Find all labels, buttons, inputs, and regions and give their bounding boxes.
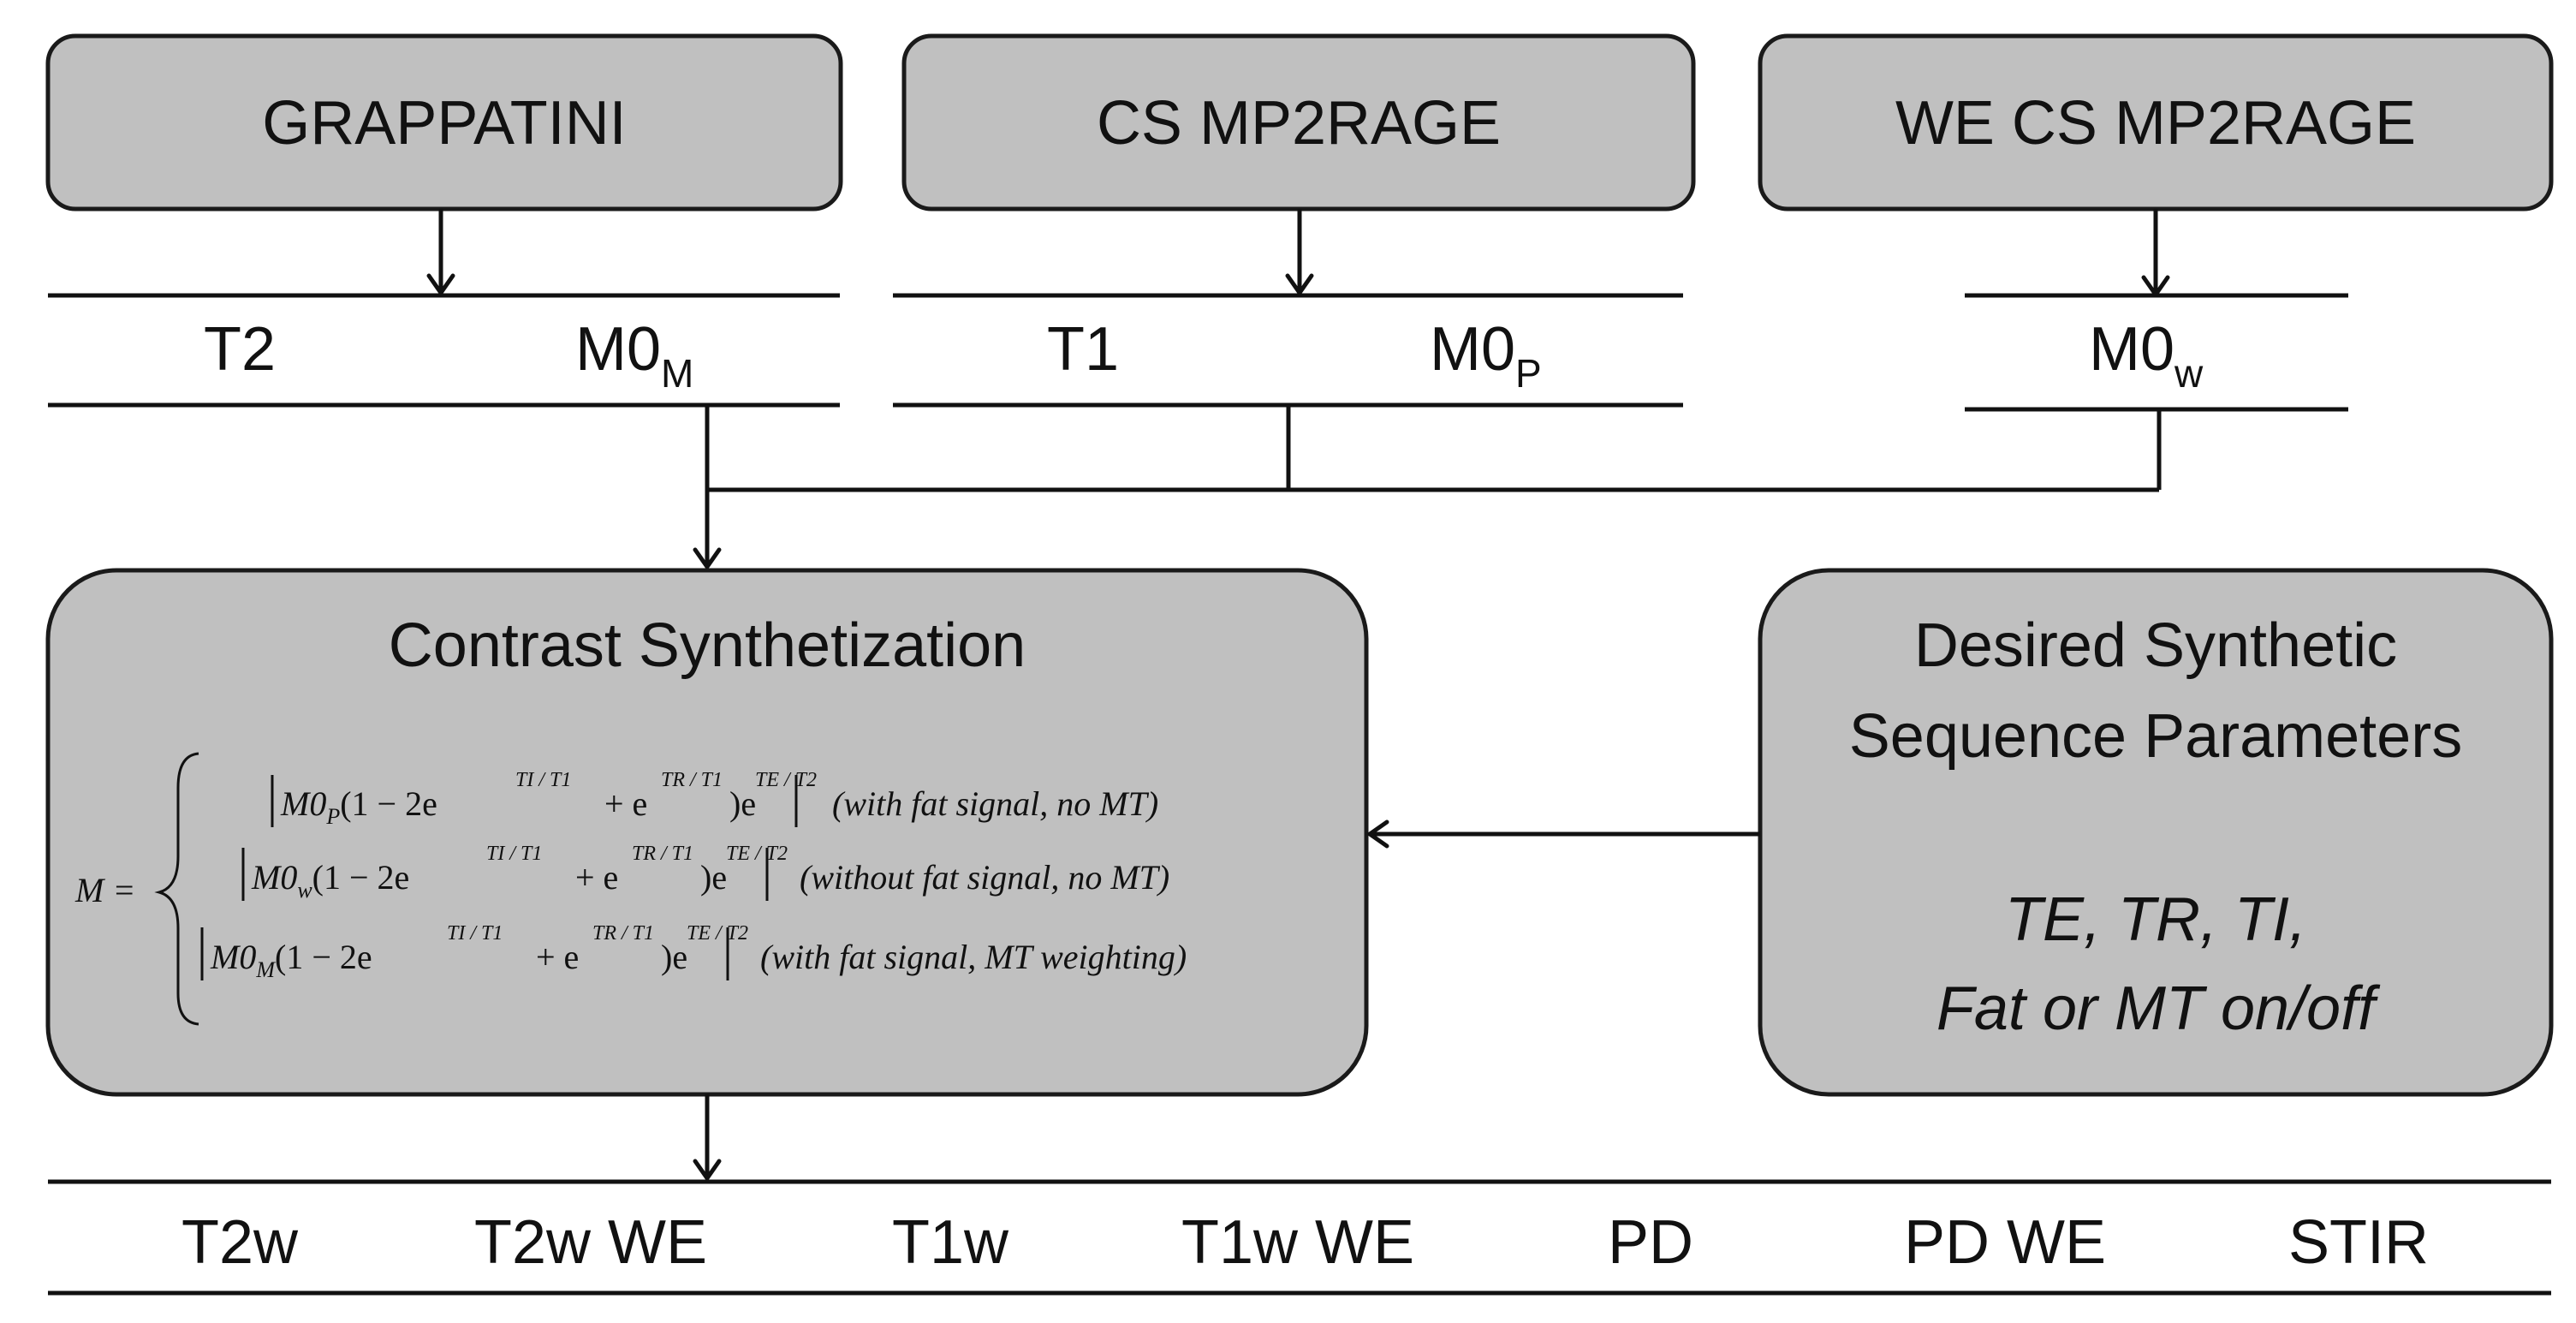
output-t1w-we: T1w WE <box>1181 1208 1414 1277</box>
arrow-grappatini-to-maps <box>426 209 455 295</box>
formula-brace <box>154 752 199 1026</box>
parameters-box: Desired Synthetic Sequence Parameters TE… <box>1758 568 2554 1097</box>
svg-text:TR / T1: TR / T1 <box>592 922 654 945</box>
merge-connector <box>693 405 2162 569</box>
arrow-synthesis-to-outputs <box>693 1094 722 1181</box>
parameters-title-line1: Desired Synthetic <box>1914 611 2397 680</box>
map-t1: T1 <box>1047 315 1119 384</box>
synthesis-formula: M = M0P(1 − 2e TI / T1 + e TR / T1 )e TE… <box>74 752 1187 1026</box>
source-box-we-cs-mp2rage: WE CS MP2RAGE <box>1758 33 2554 212</box>
output-pd: PD <box>1608 1208 1693 1277</box>
source-box-grappatini: GRAPPATINI <box>45 33 843 212</box>
output-t1w: T1w <box>892 1208 1009 1277</box>
source-label-grappatini: GRAPPATINI <box>262 89 626 158</box>
svg-text:+ e: + e <box>536 938 579 976</box>
source-box-cs-mp2rage: CS MP2RAGE <box>901 33 1696 212</box>
svg-text:TE / T2: TE / T2 <box>755 769 817 791</box>
svg-text:TI / T1: TI / T1 <box>447 922 503 945</box>
map-m0p: M0P <box>1430 315 1542 396</box>
formula-row: M0P(1 − 2e TI / T1 + e TR / T1 )e TE / T… <box>271 769 1158 829</box>
synthesis-title: Contrast Synthetization <box>389 611 1026 680</box>
parameters-title-line2: Sequence Parameters <box>1849 702 2462 771</box>
output-t2w-we: T2w WE <box>474 1208 707 1277</box>
formula-row: M0M(1 − 2e TI / T1 + e TR / T1 )e TE / T… <box>200 922 1187 982</box>
svg-text:)e: )e <box>700 858 727 897</box>
parameters-values-line2: Fat or MT on/off <box>1936 974 2381 1043</box>
svg-text:)e: )e <box>661 938 687 976</box>
formula-lhs: M = <box>74 871 135 909</box>
svg-text:TI / T1: TI / T1 <box>515 769 571 791</box>
svg-text:M0M(1 − 2e: M0M(1 − 2e <box>210 938 372 982</box>
svg-text:TI / T1: TI / T1 <box>486 843 542 865</box>
svg-text:)e: )e <box>729 784 756 823</box>
map-band-we-cs-mp2rage: M0w <box>1965 293 2348 412</box>
formula-note: (without fat signal, no MT) <box>800 858 1169 897</box>
synthesis-box: Contrast Synthetization M = M0P(1 − 2e T… <box>45 568 1369 1097</box>
map-t2: T2 <box>204 315 276 384</box>
map-m0w: M0w <box>2089 315 2204 396</box>
arrow-cs-mp2rage-to-maps <box>1285 209 1314 295</box>
svg-text:TR / T1: TR / T1 <box>661 769 723 791</box>
svg-text:M0w(1 − 2e: M0w(1 − 2e <box>251 858 409 903</box>
arrow-parameters-to-synthesis <box>1367 819 1760 849</box>
map-band-cs-mp2rage: T1 M0P <box>893 293 1683 408</box>
svg-text:TE / T2: TE / T2 <box>687 922 748 945</box>
svg-text:+ e: + e <box>575 858 618 897</box>
svg-text:+ e: + e <box>604 784 647 823</box>
formula-note: (with fat signal, no MT) <box>832 784 1158 823</box>
svg-text:TE / T2: TE / T2 <box>726 843 788 865</box>
source-label-we-cs-mp2rage: WE CS MP2RAGE <box>1895 89 2416 158</box>
map-band-grappatini: T2 M0M <box>48 293 840 408</box>
output-stir: STIR <box>2288 1208 2429 1277</box>
map-m0m: M0M <box>575 315 693 396</box>
arrow-we-cs-mp2rage-to-maps <box>2141 209 2170 297</box>
source-label-cs-mp2rage: CS MP2RAGE <box>1097 89 1501 158</box>
output-pd-we: PD WE <box>1904 1208 2106 1277</box>
formula-row: M0w(1 − 2e TI / T1 + e TR / T1 )e TE / T… <box>241 843 1169 903</box>
parameters-values-line1: TE, TR, TI, <box>2005 885 2306 954</box>
output-band: T2w T2w WE T1w T1w WE PD PD WE STIR <box>48 1179 2551 1296</box>
svg-text:TR / T1: TR / T1 <box>632 843 693 865</box>
output-t2w: T2w <box>181 1208 299 1277</box>
svg-text:M0P(1 − 2e: M0P(1 − 2e <box>280 784 437 829</box>
formula-note: (with fat signal, MT weighting) <box>760 938 1187 976</box>
